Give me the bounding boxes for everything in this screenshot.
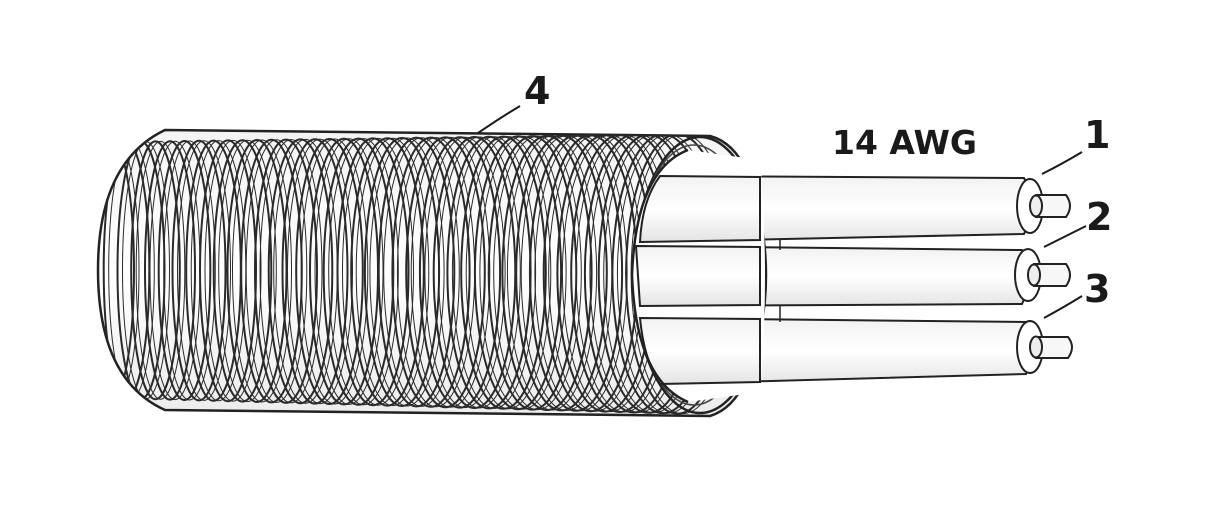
- corrugation-ring: [245, 139, 308, 403]
- jacket-opening: [630, 148, 765, 404]
- corrugation-ring: [465, 136, 552, 410]
- corrugation-ring: [232, 139, 292, 403]
- corrugation-ring: [171, 139, 227, 402]
- label-3: 3: [1084, 267, 1110, 311]
- corrugation-ring: [506, 135, 598, 411]
- corrugation-ring: [377, 136, 456, 408]
- corrugation-ring: [204, 139, 262, 402]
- label-2: 2: [1086, 195, 1112, 239]
- corrugation-ring: [350, 137, 425, 407]
- corrugation-ring: [163, 140, 216, 401]
- corrugation-ring: [212, 139, 273, 403]
- corrugation-ring: [336, 137, 410, 407]
- label-4: 4: [524, 69, 550, 113]
- corrugation-ring: [438, 136, 521, 409]
- leader-line-1: [1041, 151, 1083, 175]
- corrugation-ring: [410, 136, 491, 408]
- corrugation-ring: [218, 139, 277, 403]
- corrugation-ring: [424, 136, 506, 409]
- corrugation-ring: [479, 135, 567, 410]
- corrugation-ring: [240, 138, 303, 404]
- corrugation-ring: [281, 138, 349, 405]
- corrugation-ring: [267, 138, 334, 405]
- leader-line-3: [1043, 295, 1083, 319]
- corrugation-ring: [528, 134, 624, 412]
- corrugation-ring: [314, 138, 384, 405]
- corrugation-ring: [226, 139, 288, 403]
- corrugation-ring: [157, 140, 212, 401]
- corrugation-ring: [355, 137, 430, 407]
- corrugation-ring: [418, 136, 502, 409]
- corrugation-ring: [369, 137, 445, 407]
- corrugation-ring: [383, 137, 460, 407]
- corrugation-ring: [135, 140, 186, 400]
- corrugation-ring: [473, 135, 563, 411]
- corrugation-ring: [130, 140, 181, 401]
- label-1: 1: [1084, 113, 1110, 157]
- corrugation-ring: [328, 138, 399, 406]
- corrugation-ring: [501, 135, 593, 411]
- corrugation-ring: [451, 136, 537, 409]
- gauge-label: 14 AWG: [832, 123, 977, 162]
- leader-line-2: [1043, 225, 1087, 248]
- corrugation-ring: [254, 138, 318, 404]
- corrugation-ring: [177, 140, 231, 401]
- corrugation-ring: [144, 140, 196, 401]
- corrugation-ring: [300, 138, 369, 405]
- corrugation-ring: [287, 138, 353, 405]
- corrugation-ring: [405, 136, 486, 409]
- corrugation-ring: [259, 139, 323, 404]
- corrugation-ring: [515, 134, 608, 412]
- corrugation-ring: [391, 136, 471, 408]
- corrugation-ring: [342, 137, 414, 406]
- corrugation-ring: [460, 135, 547, 410]
- corrugation-ring: [493, 135, 582, 411]
- leader-line-4: [477, 105, 521, 134]
- corrugation-ring: [295, 138, 364, 405]
